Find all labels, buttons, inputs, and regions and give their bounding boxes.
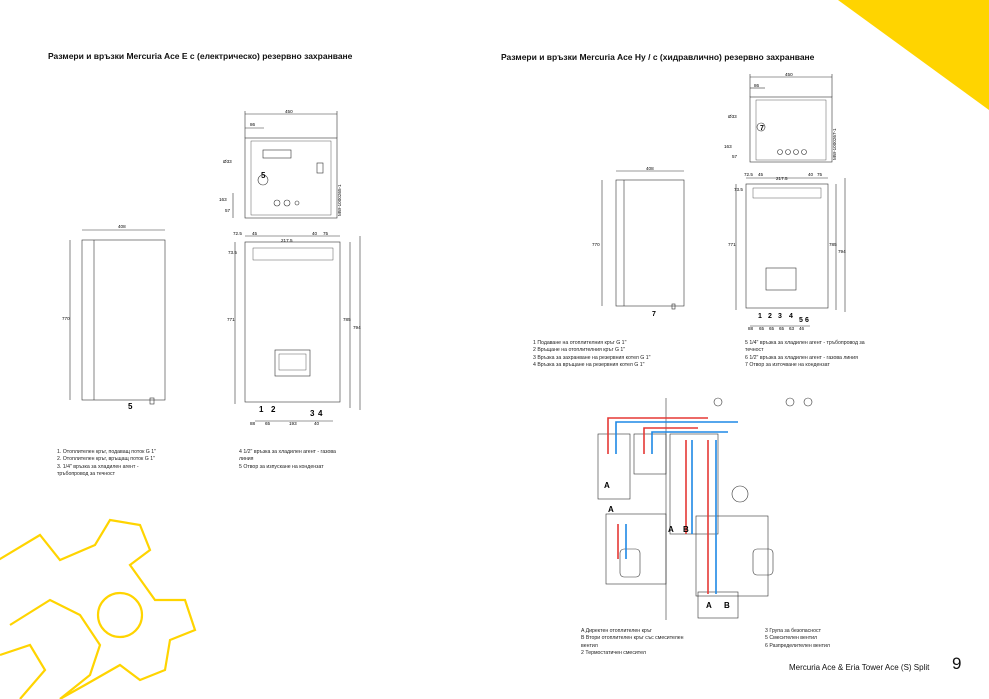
gear-wrench-decoration — [0, 518, 197, 699]
svg-text:A: A — [668, 525, 674, 534]
svg-text:7: 7 — [652, 311, 656, 318]
svg-text:5: 5 — [261, 171, 266, 180]
right-side-view-drawing: 408 770 7 — [592, 166, 685, 318]
svg-text:46: 46 — [799, 326, 805, 331]
svg-text:794: 794 — [838, 249, 846, 254]
left-side-view-drawing: 408 770 5 — [62, 224, 166, 411]
svg-text:217.5: 217.5 — [281, 238, 293, 243]
svg-text:163: 163 — [219, 197, 227, 202]
svg-text:45: 45 — [252, 231, 258, 236]
svg-text:88: 88 — [748, 326, 754, 331]
svg-text:Ø33: Ø33 — [223, 159, 232, 164]
svg-text:73.5: 73.5 — [734, 187, 743, 192]
svg-text:40: 40 — [314, 421, 320, 426]
svg-text:57: 57 — [225, 208, 231, 213]
svg-text:193: 193 — [289, 421, 297, 426]
svg-text:3: 3 — [310, 409, 315, 418]
svg-text:65: 65 — [779, 326, 785, 331]
front-dims-top: 72.5 45 217.5 40 75 — [233, 231, 329, 243]
svg-text:88: 88 — [250, 421, 256, 426]
svg-text:65: 65 — [769, 326, 775, 331]
right-top-view-drawing: 450 86 Ø33 7 163 57 MW-1000267-1 — [724, 72, 837, 163]
svg-text:408: 408 — [646, 166, 654, 171]
page-number: 9 — [952, 654, 962, 673]
svg-text:73.5: 73.5 — [228, 250, 237, 255]
svg-text:217.5: 217.5 — [776, 176, 788, 181]
svg-text:4: 4 — [318, 409, 323, 418]
svg-text:770: 770 — [592, 242, 600, 247]
svg-text:794: 794 — [353, 325, 361, 330]
svg-text:72.5: 72.5 — [233, 231, 242, 236]
svg-text:72.5: 72.5 — [744, 172, 753, 177]
hydraulic-schema-diagram: A A A B A B — [597, 397, 813, 620]
right-front-view-drawing: 72.5 45 217.5 40 75 73.5 771 785 794 1 2… — [728, 172, 846, 331]
svg-text:4: 4 — [789, 313, 793, 320]
right-legend-col2: 5 1/4" връзка за хладилен агент - тръбоп… — [745, 340, 865, 369]
svg-text:86: 86 — [250, 122, 256, 127]
svg-text:1: 1 — [259, 405, 264, 414]
svg-text:A: A — [706, 601, 712, 610]
svg-text:45: 45 — [758, 172, 764, 177]
right-heading: Размери и връзки Mercuria Ace Hy / с (хи… — [501, 52, 815, 62]
svg-text:771: 771 — [227, 317, 235, 322]
left-top-view-drawing: 450 86 Ø33 5 163 57 MW-1000265-1 — [219, 109, 342, 219]
svg-text:Ø33: Ø33 — [728, 114, 737, 119]
right-legend-col1: 1 Подаване на отоплителния кръг G 1"2 Вр… — [533, 340, 651, 369]
left-legend-col2: 4 1/2" връзка за хладилен агент - газова… — [239, 449, 336, 470]
corner-triangle-decoration — [838, 0, 989, 110]
left-heading: Размери и връзки Mercuria Ace E с (елект… — [48, 51, 353, 61]
svg-text:B: B — [724, 601, 730, 610]
svg-text:86: 86 — [754, 83, 760, 88]
svg-text:2: 2 — [768, 313, 772, 320]
svg-text:40: 40 — [312, 231, 318, 236]
svg-text:408: 408 — [118, 224, 126, 229]
svg-text:450: 450 — [285, 109, 293, 114]
svg-text:63: 63 — [789, 326, 795, 331]
left-front-view-drawing: 72.5 45 217.5 40 75 73.5 771 785 794 1 2… — [227, 231, 361, 426]
footer-title: Mercuria Ace & Eria Tower Ace (S) Split — [789, 663, 930, 672]
svg-text:MW-1000267-1: MW-1000267-1 — [832, 128, 837, 160]
svg-text:6: 6 — [805, 317, 809, 324]
svg-text:3: 3 — [778, 313, 782, 320]
svg-text:5: 5 — [799, 317, 803, 324]
svg-text:2: 2 — [271, 405, 276, 414]
svg-text:MW-1000265-1: MW-1000265-1 — [337, 184, 342, 216]
svg-text:A: A — [604, 481, 610, 490]
svg-text:65: 65 — [265, 421, 271, 426]
svg-text:450: 450 — [785, 72, 793, 77]
svg-text:65: 65 — [759, 326, 765, 331]
svg-text:A: A — [608, 505, 614, 514]
svg-text:1: 1 — [758, 313, 762, 320]
svg-text:771: 771 — [728, 242, 736, 247]
svg-text:B: B — [683, 525, 689, 534]
svg-text:785: 785 — [343, 317, 351, 322]
svg-text:75: 75 — [323, 231, 329, 236]
svg-text:40: 40 — [808, 172, 814, 177]
svg-text:57: 57 — [732, 154, 738, 159]
svg-text:163: 163 — [724, 144, 732, 149]
left-legend-col1: 1. Отоплителен кръг, подаващ поток G 1"2… — [57, 449, 157, 478]
svg-text:5: 5 — [128, 402, 133, 411]
right-front-dims-top: 72.5 45 217.5 40 75 — [744, 172, 823, 181]
svg-text:770: 770 — [62, 316, 70, 321]
svg-text:785: 785 — [829, 242, 837, 247]
svg-text:7: 7 — [760, 125, 764, 132]
svg-text:75: 75 — [817, 172, 823, 177]
